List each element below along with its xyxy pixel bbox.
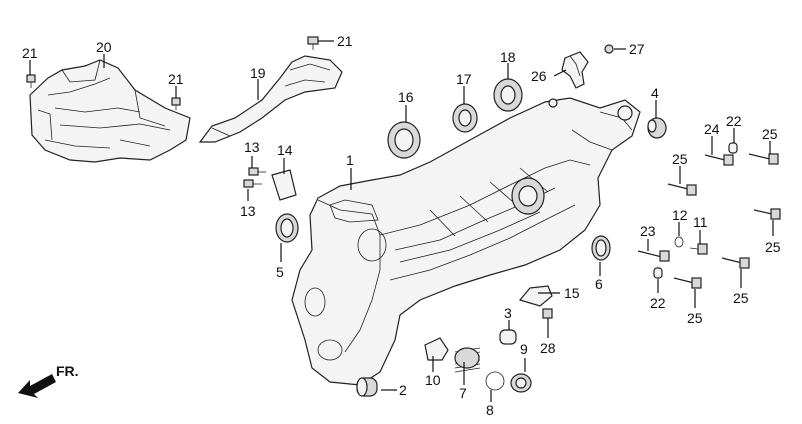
part-12-washer xyxy=(674,236,684,248)
callout-7: 7 xyxy=(459,385,467,401)
part-22-collar-a xyxy=(728,142,738,154)
part-14-plate xyxy=(271,169,297,201)
callout-24: 24 xyxy=(704,121,720,137)
callout-25-b: 25 xyxy=(672,151,688,167)
part-2-dowel xyxy=(356,377,378,397)
part-28-bolt xyxy=(542,308,553,319)
part-1-crankcase xyxy=(291,97,641,386)
leader-lines xyxy=(29,40,774,402)
callout-11: 11 xyxy=(693,214,708,230)
part-27-bolt xyxy=(604,44,614,54)
callout-3: 3 xyxy=(504,305,512,321)
callout-26: 26 xyxy=(531,68,547,84)
part-13-bolt-b xyxy=(243,179,262,188)
part-25-bolt-b xyxy=(667,183,697,196)
part-3-pin xyxy=(499,329,517,345)
callout-1: 1 xyxy=(346,152,354,168)
callout-8: 8 xyxy=(486,402,494,418)
callout-19: 19 xyxy=(250,65,266,81)
callout-22-upper: 22 xyxy=(726,113,742,129)
callout-13-upper: 13 xyxy=(244,139,260,155)
callout-20: 20 xyxy=(96,39,112,55)
callout-25-d: 25 xyxy=(733,290,749,306)
part-7-spring xyxy=(454,347,481,373)
callout-12: 12 xyxy=(672,207,688,223)
part-6-seal xyxy=(591,235,611,261)
callout-6: 6 xyxy=(595,276,603,292)
front-direction-arrow-icon xyxy=(18,374,56,398)
part-21-bolt-a xyxy=(26,74,36,88)
part-25-bolt-d xyxy=(721,257,750,269)
part-8-o-ring xyxy=(485,371,505,391)
part-15-clamp xyxy=(518,285,553,307)
callout-9: 9 xyxy=(520,341,528,357)
part-9-cap-bolt xyxy=(510,373,532,393)
callout-22-lower: 22 xyxy=(650,295,666,311)
callout-17: 17 xyxy=(456,71,472,87)
callout-labels: 1 2 3 4 5 6 7 8 9 10 11 12 13 13 14 15 1… xyxy=(22,33,781,418)
part-16-bearing xyxy=(387,121,421,159)
part-25-bolt-c xyxy=(753,208,781,220)
part-10-plug xyxy=(424,337,449,361)
part-21-bolt-b xyxy=(171,97,181,110)
callout-25-a: 25 xyxy=(762,126,778,142)
part-22-collar-b xyxy=(653,267,663,279)
part-23-bolt xyxy=(637,250,670,262)
part-20-cover xyxy=(29,59,191,163)
callout-21-top: 21 xyxy=(337,33,353,49)
part-4-collar xyxy=(647,117,667,139)
callout-16: 16 xyxy=(398,89,414,105)
callout-2: 2 xyxy=(399,382,407,398)
part-21-bolt-c xyxy=(307,36,319,50)
callout-14: 14 xyxy=(277,142,293,158)
callout-27: 27 xyxy=(629,41,645,57)
callout-15: 15 xyxy=(564,285,580,301)
callout-21-middle: 21 xyxy=(168,71,184,87)
part-5-seal xyxy=(275,213,299,243)
part-17-bearing xyxy=(452,103,478,133)
part-11-bolt xyxy=(689,243,708,255)
callout-25-e: 25 xyxy=(687,310,703,326)
callout-28: 28 xyxy=(540,340,556,356)
part-19-bracket xyxy=(198,55,343,143)
part-25-bolt-a xyxy=(748,153,779,165)
part-24-bolt xyxy=(704,154,734,166)
callout-5: 5 xyxy=(276,264,284,280)
callout-10: 10 xyxy=(425,372,441,388)
part-18-bearing xyxy=(493,78,523,112)
part-13-bolt-a xyxy=(248,167,266,176)
part-26-sensor xyxy=(561,51,589,89)
part-25-bolt-e xyxy=(673,277,702,289)
callout-4: 4 xyxy=(651,85,659,101)
front-direction-label: FR. xyxy=(56,363,79,379)
callout-13-lower: 13 xyxy=(240,203,256,219)
callout-18: 18 xyxy=(500,49,516,65)
callout-21-left: 21 xyxy=(22,45,38,61)
callout-25-c: 25 xyxy=(765,239,781,255)
callout-23: 23 xyxy=(640,223,656,239)
